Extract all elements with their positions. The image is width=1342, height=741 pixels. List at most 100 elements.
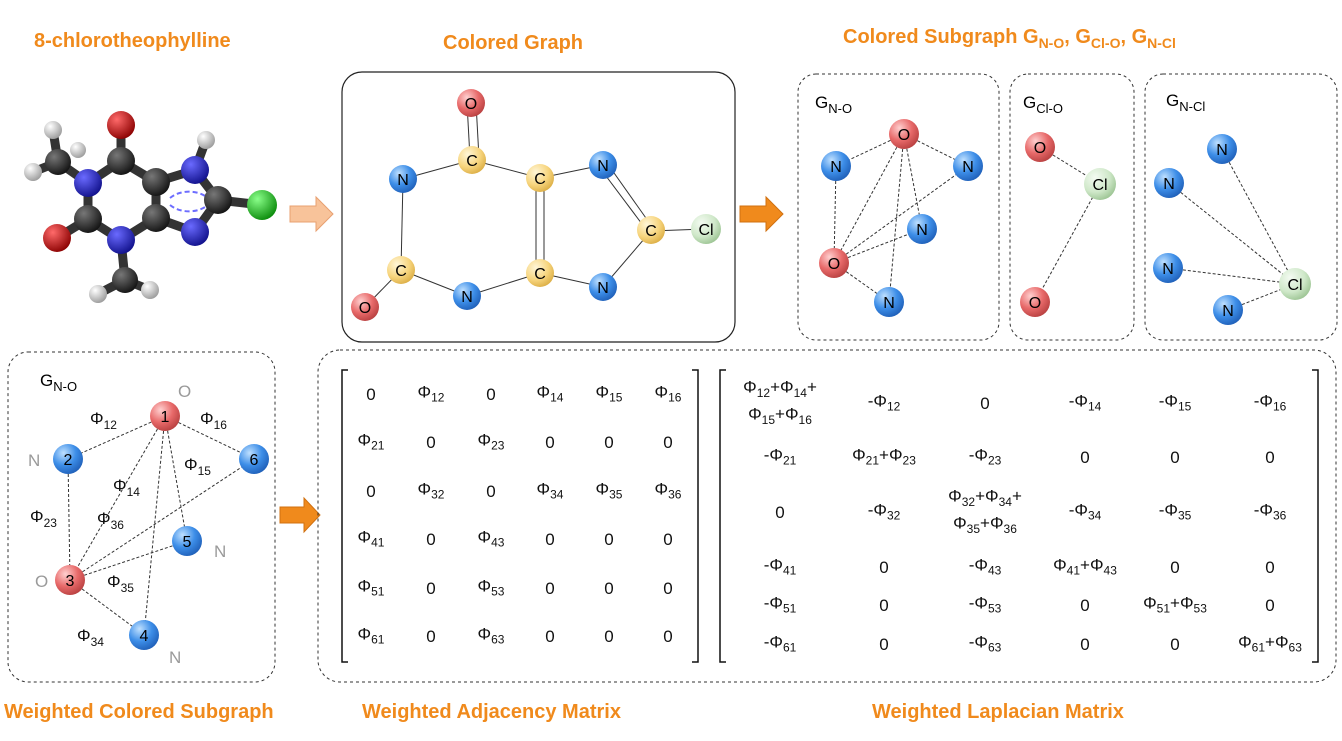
laplacian-cell: Φ41+Φ43 — [1053, 555, 1117, 578]
svg-text:C: C — [534, 171, 546, 188]
node-n: N — [874, 287, 904, 317]
adjacency-cell: Φ36 — [654, 479, 682, 502]
adjacency-cell: 0 — [426, 433, 436, 452]
subgraph-n-o-edges — [833, 133, 969, 303]
svg-text:O: O — [898, 127, 910, 144]
svg-text:N: N — [461, 289, 473, 306]
node-n: N — [821, 151, 851, 181]
laplacian-cell: -Φ32 — [867, 500, 901, 523]
svg-text:C: C — [534, 266, 546, 283]
svg-text:Φ23: Φ23 — [30, 507, 57, 530]
laplacian-cell: -Φ53 — [968, 593, 1002, 616]
node-c: C — [637, 216, 665, 244]
svg-text:Φ35: Φ35 — [107, 572, 134, 595]
title-colored-graph: Colored Graph — [443, 32, 584, 54]
svg-text:C: C — [466, 153, 478, 170]
svg-text:Cl: Cl — [1092, 177, 1107, 194]
svg-text:N: N — [1222, 303, 1234, 320]
node-c: C — [526, 164, 554, 192]
laplacian-cell: -Φ61 — [763, 632, 797, 655]
adjacency-cell: 0 — [545, 530, 555, 549]
node-n: N — [589, 151, 617, 179]
subgraph-n-cl-box — [1144, 73, 1338, 341]
svg-text:O: O — [828, 256, 840, 273]
node-cl: Cl — [1084, 168, 1116, 200]
laplacian-cell: -Φ51 — [763, 593, 797, 616]
svg-text:N: N — [883, 295, 895, 312]
laplacian-cell: 0 — [879, 596, 889, 615]
svg-text:N: N — [830, 159, 842, 176]
adjacency-cell: 0 — [545, 627, 555, 646]
weighted-subgraph-box — [7, 351, 276, 683]
laplacian-cell: -Φ23 — [968, 445, 1002, 468]
adjacency-cell: Φ16 — [654, 382, 682, 405]
svg-text:O: O — [465, 96, 477, 113]
adjacency-cell: 0 — [604, 530, 614, 549]
subgraph-n-cl-label: GN-Cl — [1166, 91, 1205, 114]
adjacency-cell: Φ34 — [536, 479, 564, 502]
node-o: O — [1020, 287, 1050, 317]
node-o: O — [889, 119, 919, 149]
title-molecule: 8-chlorotheophylline — [34, 30, 231, 52]
svg-text:Φ36: Φ36 — [97, 509, 124, 532]
svg-text:O: O — [359, 300, 371, 317]
node-o: O — [457, 89, 485, 117]
svg-text:N: N — [397, 172, 409, 189]
laplacian-cell: -Φ63 — [968, 632, 1002, 655]
weighted-node-3: 3 — [55, 565, 85, 595]
laplacian-cell: -Φ16 — [1253, 391, 1287, 414]
svg-text:6: 6 — [250, 452, 259, 469]
laplacian-cell: -Φ43 — [968, 555, 1002, 578]
svg-text:O: O — [35, 572, 48, 591]
adjacency-cell: 0 — [663, 433, 673, 452]
laplacian-cell: Φ32+Φ34+Φ35+Φ36 — [948, 486, 1022, 537]
adjacency-cell: 0 — [486, 385, 496, 404]
laplacian-cell: Φ12+Φ14+Φ15+Φ16 — [743, 377, 817, 428]
svg-text:3: 3 — [66, 573, 75, 590]
weighted-node-2: 2 — [53, 444, 83, 474]
laplacian-cell: 0 — [980, 394, 990, 413]
adjacency-cell: Φ35 — [595, 479, 623, 502]
svg-text:C: C — [395, 263, 407, 280]
svg-text:Φ16: Φ16 — [200, 409, 227, 432]
node-n: N — [1207, 134, 1237, 164]
svg-text:O: O — [1034, 140, 1046, 157]
svg-text:N: N — [597, 158, 609, 175]
laplacian-cell: Φ21+Φ23 — [852, 445, 916, 468]
adjacency-cell: 0 — [663, 627, 673, 646]
laplacian-cell: -Φ41 — [763, 555, 797, 578]
laplacian-cell: -Φ34 — [1068, 500, 1102, 523]
adjacency-cell: 0 — [545, 579, 555, 598]
adjacency-cell: Φ32 — [417, 479, 445, 502]
laplacian-cell: -Φ14 — [1068, 391, 1102, 414]
laplacian-cell: 0 — [1265, 596, 1275, 615]
svg-text:N: N — [916, 222, 928, 239]
adjacency-cell: Φ23 — [477, 430, 505, 453]
node-c: C — [526, 259, 554, 287]
adjacency-cell: Φ21 — [357, 430, 385, 453]
arrow-light-icon — [289, 195, 334, 233]
arrow-dark-icon — [739, 195, 784, 233]
subgraph-n-o-label: GN-O — [815, 93, 852, 116]
node-n: N — [907, 214, 937, 244]
title-laplacian: Weighted Laplacian Matrix — [872, 701, 1124, 723]
adjacency-cell: Φ15 — [595, 382, 623, 405]
laplacian-cell: Φ61+Φ63 — [1238, 632, 1302, 655]
subgraph-n-o-nodes: O N N N O N — [819, 119, 983, 317]
subgraph-n-o-box — [797, 73, 1000, 341]
node-n: N — [1213, 295, 1243, 325]
laplacian-cell: 0 — [1170, 558, 1180, 577]
svg-text:2: 2 — [64, 452, 73, 469]
laplacian-cell: 0 — [879, 558, 889, 577]
molecule-3d-model — [24, 111, 277, 303]
adjacency-cell: 0 — [663, 579, 673, 598]
laplacian-cell: 0 — [1265, 558, 1275, 577]
node-c: C — [458, 146, 486, 174]
matrix-brackets — [341, 369, 1319, 663]
adjacency-cell: Φ51 — [357, 576, 385, 599]
svg-text:N: N — [169, 648, 181, 667]
svg-text:O: O — [178, 382, 191, 401]
adjacency-cell: Φ41 — [357, 527, 385, 550]
adjacency-cell: Φ61 — [357, 624, 385, 647]
node-cl: Cl — [691, 214, 721, 244]
